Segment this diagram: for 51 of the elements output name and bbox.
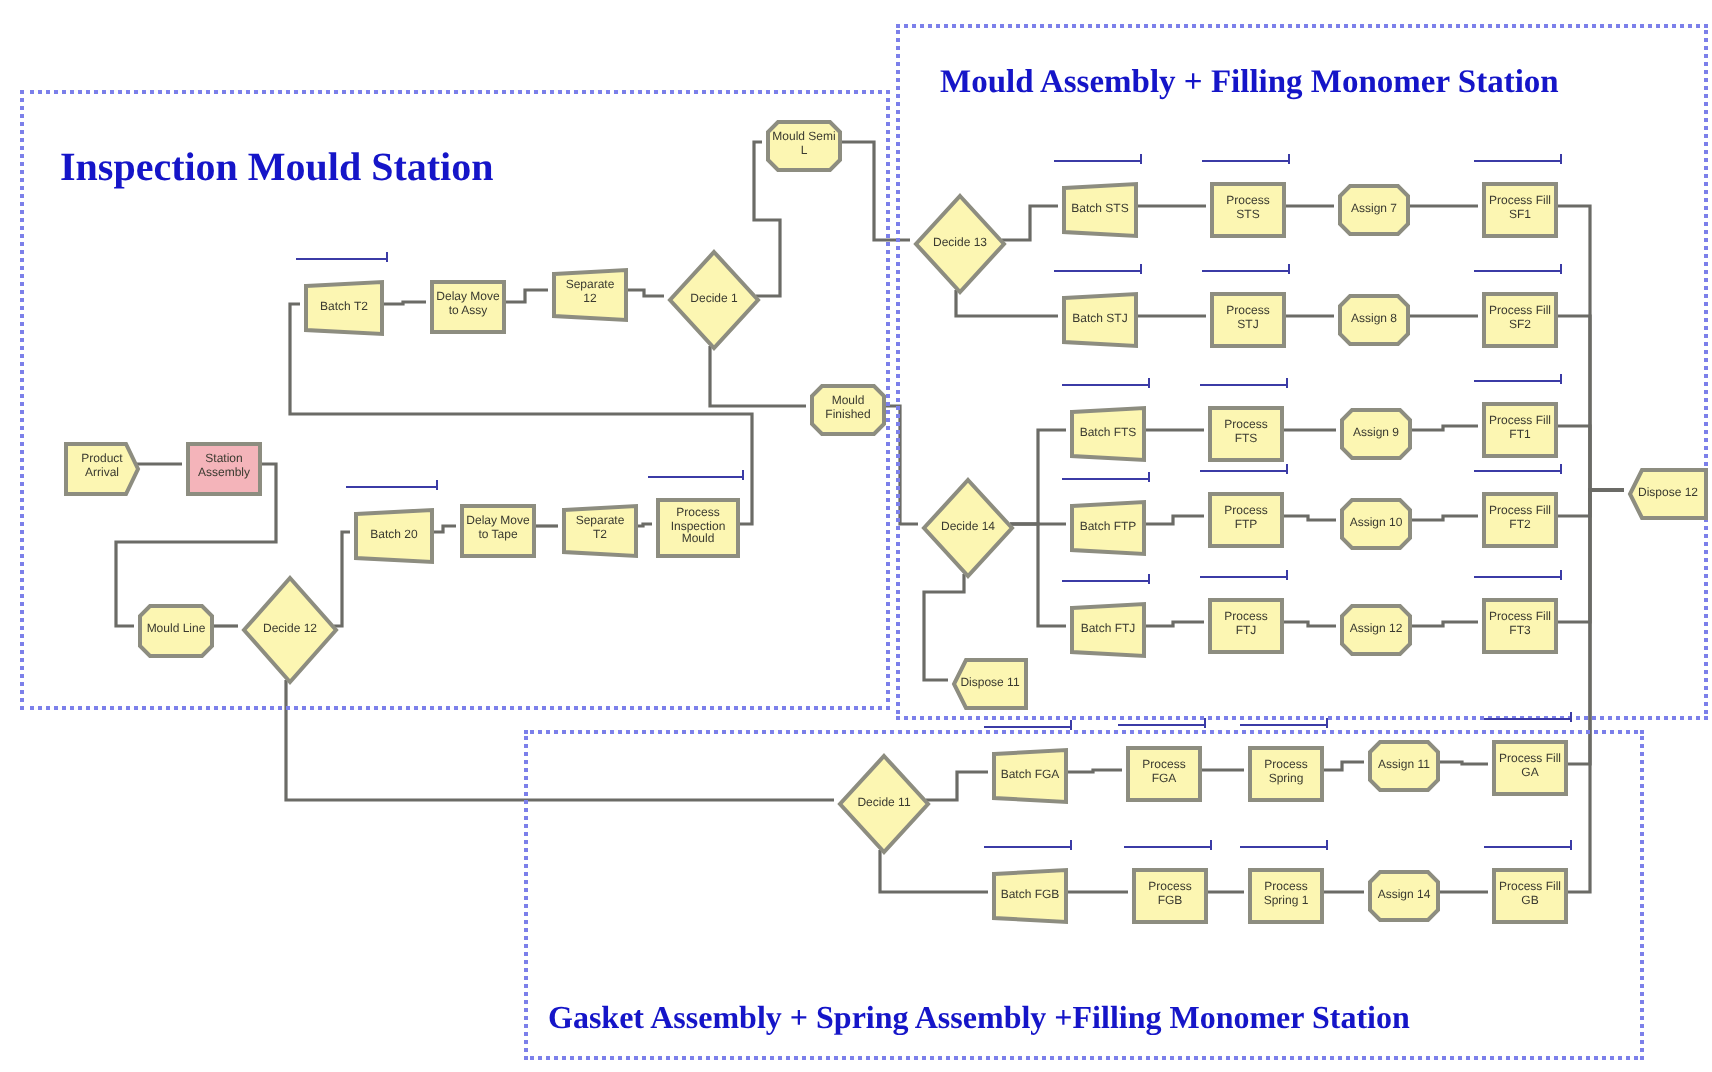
connector-line	[1010, 522, 1066, 628]
connector-line	[1198, 768, 1244, 772]
connector-line	[878, 850, 988, 894]
connector-line	[502, 288, 548, 304]
station-region	[20, 90, 890, 710]
connector-line	[1002, 204, 1058, 242]
connector-line	[210, 624, 238, 628]
connector-line	[1064, 890, 1128, 894]
connector-line	[1142, 514, 1204, 526]
connector-line	[334, 530, 350, 628]
connector-line	[922, 574, 966, 682]
connector-line	[1408, 514, 1478, 522]
connector-line	[1564, 488, 1624, 894]
connector-line	[1436, 890, 1488, 894]
connector-line	[114, 462, 278, 628]
connector-line	[1406, 314, 1478, 318]
connector-line	[1142, 620, 1204, 628]
connector-line	[288, 302, 754, 526]
connector-line	[624, 288, 664, 298]
connector-line	[284, 680, 834, 802]
connector-line	[1280, 620, 1336, 628]
connector-line	[532, 524, 558, 528]
connector-line	[882, 404, 918, 526]
station-title: Mould Assembly + Filling Monomer Station	[940, 64, 1559, 102]
station-title: Gasket Assembly + Spring Assembly +Filling Monomer Station	[548, 1002, 1410, 1039]
connector-line	[136, 462, 182, 466]
connector-line	[1142, 428, 1204, 432]
connector-line	[1320, 760, 1364, 772]
connector-line	[1204, 890, 1244, 894]
connector-line	[1320, 890, 1364, 894]
connector-line	[1280, 428, 1336, 432]
connector-line	[926, 770, 988, 802]
connector-line	[1408, 424, 1478, 432]
station-title: Inspection Mould Station	[60, 146, 494, 192]
connector-line	[380, 300, 426, 306]
connector-line	[1408, 620, 1478, 628]
station-region	[524, 730, 1644, 1060]
connector-line	[1282, 314, 1334, 318]
connector-line	[708, 346, 806, 408]
station-region	[896, 24, 1708, 720]
connector-line	[954, 290, 1058, 318]
connector-line	[752, 140, 782, 298]
connector-line	[838, 140, 910, 242]
connector-line	[1134, 204, 1206, 208]
connector-line	[430, 524, 456, 534]
connector-line	[1282, 204, 1334, 208]
connector-line	[1406, 204, 1478, 208]
connector-line	[1064, 768, 1122, 774]
connector-line	[1134, 314, 1206, 318]
connector-line	[1436, 760, 1488, 766]
connector-line	[1280, 514, 1336, 522]
